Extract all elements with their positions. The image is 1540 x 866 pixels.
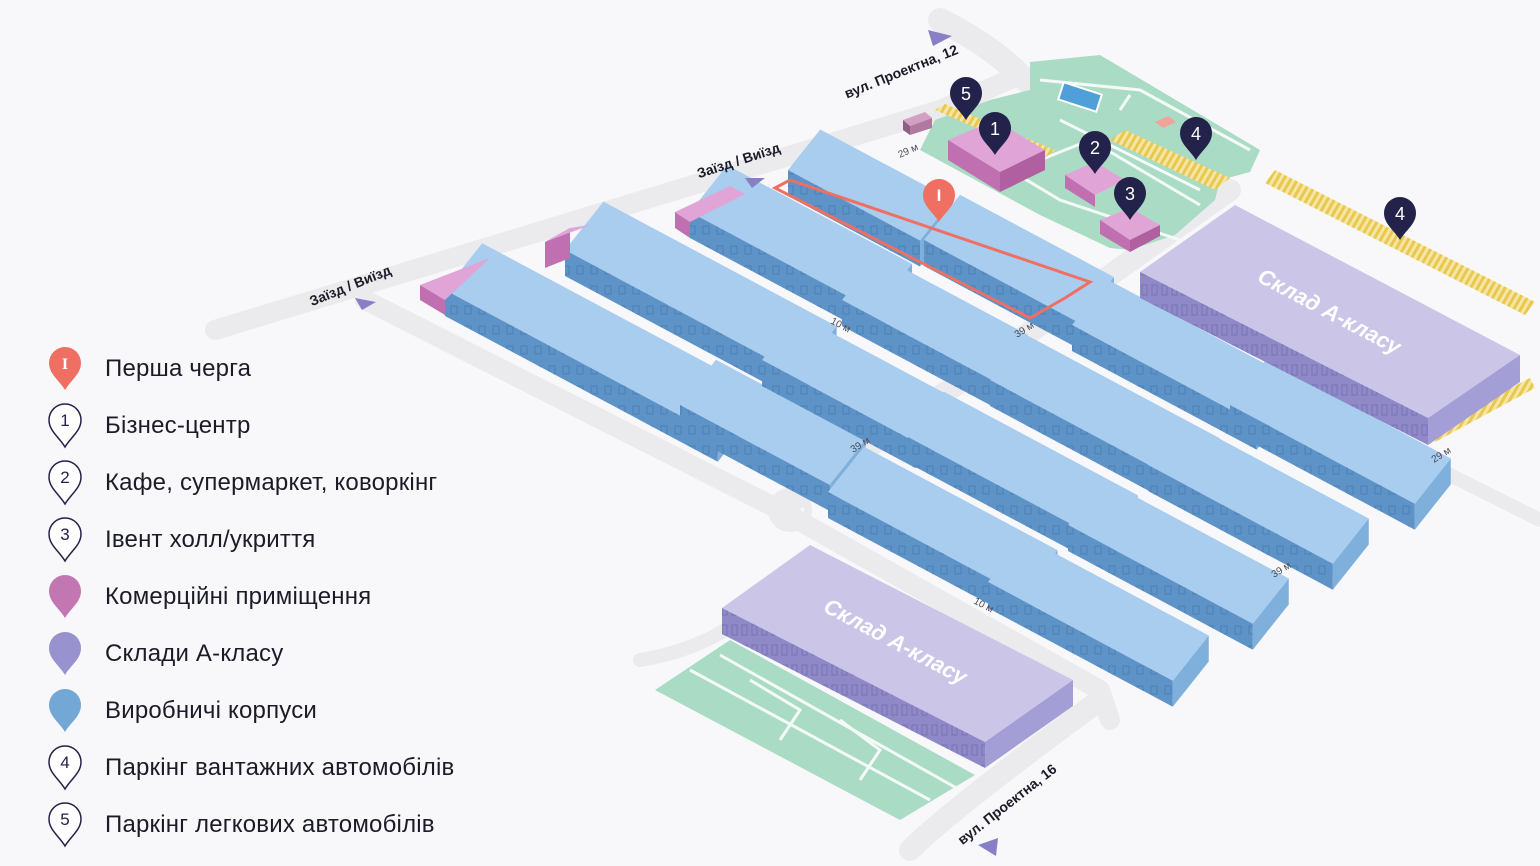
legend: I Перша черга 1 Бізнес-центр 2 Кафе, супермар… xyxy=(44,340,564,853)
legend-item: 2 Кафе, супермаркет, коворкінг xyxy=(44,454,564,511)
tennis-court xyxy=(1056,81,1104,113)
map-markers: I 5 1 2 3 4 4 xyxy=(923,77,1416,240)
first-phase-outline xyxy=(771,178,1094,320)
arrow-bottom-street-icon xyxy=(978,838,998,856)
business-center-pin-icon: 1 xyxy=(44,401,86,451)
legend-item: 5 Паркінг легкових автомобілів xyxy=(44,796,564,853)
event-hall-pin-icon: 3 xyxy=(44,515,86,565)
business-center-marker[interactable]: 1 xyxy=(979,112,1011,155)
street-label-top: вул. Проектна, 12 xyxy=(842,41,960,101)
dimension-label: 29 м xyxy=(897,142,921,161)
car-parking-pin-icon: 5 xyxy=(44,800,86,850)
svg-text:I: I xyxy=(62,356,68,373)
legend-label: Перша черга xyxy=(105,354,252,382)
legend-item: 3 Івент холл/укриття xyxy=(44,511,564,568)
first-phase-marker[interactable]: I xyxy=(923,179,955,222)
green-area-bottom xyxy=(655,640,975,820)
truck-parking-marker[interactable]: 4 xyxy=(1384,197,1416,240)
legend-label: Бізнес-центр xyxy=(105,411,251,439)
arrow-top-street-icon xyxy=(928,30,952,46)
svg-text:4: 4 xyxy=(1395,204,1405,224)
svg-text:4: 4 xyxy=(1191,124,1201,144)
truck-parking-pin-icon: 4 xyxy=(44,743,86,793)
legend-label: Комерційні приміщення xyxy=(105,582,372,610)
production-building xyxy=(1072,279,1293,450)
legend-item: Комерційні приміщення xyxy=(44,568,564,625)
arrow-upper-entrance-icon xyxy=(745,178,765,188)
production-building xyxy=(828,446,1058,622)
legend-label: Паркінг легкових автомобілів xyxy=(105,810,435,838)
production-building xyxy=(1068,479,1289,650)
production-building xyxy=(988,536,1209,707)
svg-text:4: 4 xyxy=(60,753,69,772)
svg-text:5: 5 xyxy=(60,810,69,829)
first-phase-pin-icon: I xyxy=(44,344,86,394)
warehouse-right xyxy=(1140,205,1520,445)
svg-text:5: 5 xyxy=(961,84,971,104)
roundabout xyxy=(768,488,812,532)
legend-label: Склади А-класу xyxy=(105,639,284,667)
svg-text:3: 3 xyxy=(60,525,69,544)
svg-text:1: 1 xyxy=(990,119,1000,139)
entrance-arrows xyxy=(355,30,998,856)
svg-text:1: 1 xyxy=(60,411,69,430)
legend-item: I Перша черга xyxy=(44,340,564,397)
cafe-pin-icon: 2 xyxy=(44,458,86,508)
production-pin-icon xyxy=(44,686,86,736)
event-hall-marker[interactable]: 3 xyxy=(1114,177,1146,220)
production-building xyxy=(1148,419,1369,590)
warehouse-bottom xyxy=(722,545,1073,768)
car-parking-marker[interactable]: 5 xyxy=(950,77,982,120)
svg-text:3: 3 xyxy=(1125,184,1135,204)
legend-label: Паркінг вантажних автомобілів xyxy=(105,753,455,781)
road-bottom-street xyxy=(899,689,1111,861)
svg-text:2: 2 xyxy=(60,468,69,487)
cafe-marker[interactable]: 2 xyxy=(1079,131,1111,174)
production-building xyxy=(990,334,1220,510)
legend-item: 4 Паркінг вантажних автомобілів xyxy=(44,739,564,796)
legend-item: Склади А-класу xyxy=(44,625,564,682)
truck-parking-marker[interactable]: 4 xyxy=(1180,117,1212,160)
production-building xyxy=(1230,359,1451,530)
legend-item: Виробничі корпуси xyxy=(44,682,564,739)
legend-label: Виробничі корпуси xyxy=(105,696,318,724)
legend-label: Кафе, супермаркет, коворкінг xyxy=(105,468,438,496)
production-buildings xyxy=(445,129,1451,707)
legend-item: 1 Бізнес-центр xyxy=(44,397,564,454)
arrow-left-entrance-icon xyxy=(355,298,376,310)
commercial-pin-icon xyxy=(44,572,86,622)
legend-label: Івент холл/укриття xyxy=(105,525,316,553)
production-building xyxy=(908,391,1138,567)
svg-text:I: I xyxy=(937,186,942,205)
svg-text:2: 2 xyxy=(1090,138,1100,158)
warehouse-pin-icon xyxy=(44,629,86,679)
production-building xyxy=(445,243,755,462)
